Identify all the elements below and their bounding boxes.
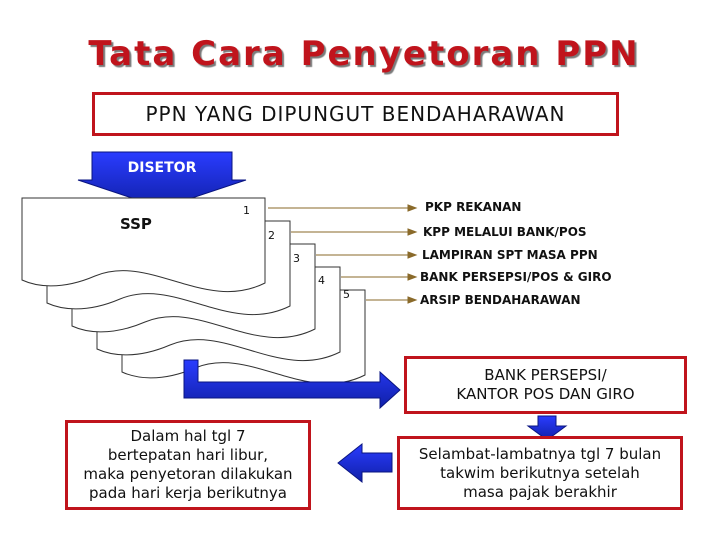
copy-number-3: 3 xyxy=(293,252,300,265)
destination-label-5: ARSIP BENDAHARAWAN xyxy=(420,293,581,307)
ssp-label: SSP xyxy=(120,215,152,233)
destination-label-3: LAMPIRAN SPT MASA PPN xyxy=(422,248,598,262)
deadline-box: Selambat-lambatnya tgl 7 bulan takwim be… xyxy=(397,436,683,510)
subtitle-text: PPN YANG DIPUNGUT BENDAHARAWAN xyxy=(145,102,566,126)
holiday-box-text: Dalam hal tgl 7 bertepatan hari libur, m… xyxy=(83,427,293,502)
ssp-sheet-1 xyxy=(21,197,266,293)
deadline-box-text: Selambat-lambatnya tgl 7 bulan takwim be… xyxy=(418,444,662,501)
leader-arrowhead-4 xyxy=(407,273,418,281)
disetor-arrow-icon xyxy=(77,151,247,209)
leader-arrowhead-5 xyxy=(407,296,418,304)
destination-label-1: PKP REKANAN xyxy=(425,200,522,214)
copy-number-5: 5 xyxy=(343,288,350,301)
to-bank-arrow-icon xyxy=(183,359,401,410)
leader-arrowhead-2 xyxy=(407,228,418,236)
copy-number-2: 2 xyxy=(268,229,275,242)
to-deadline-arrow-icon xyxy=(526,415,568,441)
disetor-label: DISETOR xyxy=(127,160,197,176)
bank-box: BANK PERSEPSI/ KANTOR POS DAN GIRO xyxy=(404,356,687,414)
destination-label-4: BANK PERSEPSI/POS & GIRO xyxy=(420,270,612,284)
bank-box-text: BANK PERSEPSI/ KANTOR POS DAN GIRO xyxy=(456,366,635,403)
copy-number-1: 1 xyxy=(243,204,250,217)
to-holiday-arrow-icon xyxy=(337,442,393,484)
leader-arrowhead-1 xyxy=(407,204,418,212)
holiday-box: Dalam hal tgl 7 bertepatan hari libur, m… xyxy=(65,420,311,510)
leader-arrowhead-3 xyxy=(407,251,418,259)
subtitle-box: PPN YANG DIPUNGUT BENDAHARAWAN xyxy=(92,92,619,136)
copy-number-4: 4 xyxy=(318,274,325,287)
destination-label-2: KPP MELALUI BANK/POS xyxy=(423,225,587,239)
page-title: Tata Cara Penyetoran PPN xyxy=(88,34,640,74)
